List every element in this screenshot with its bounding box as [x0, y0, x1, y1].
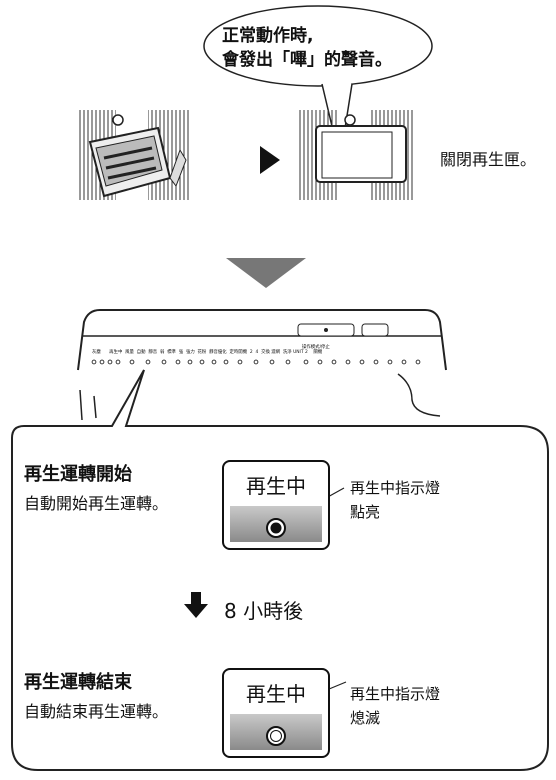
after-hours-text: 8 小時後 — [224, 599, 304, 623]
indicator-box-off: 再生中 — [222, 668, 330, 758]
front-panel-illustration — [77, 309, 447, 421]
indicator-label: 再生中 — [246, 682, 306, 706]
speech-bubble-text: 正常動作時, 會發出「嗶」的聲音。 — [222, 26, 392, 70]
end-section-desc: 自動結束再生運轉。 — [24, 702, 169, 721]
device-open-illustration — [79, 110, 189, 200]
end-section-title: 再生運轉結束 — [24, 672, 132, 693]
start-indicator-caption: 再生中指示燈 點亮 — [350, 479, 441, 521]
step-caption: 關閉再生匣。 — [440, 150, 537, 169]
speech-bubble — [203, 5, 433, 161]
callout-frame — [11, 369, 549, 771]
indicator-label: 再生中 — [246, 474, 306, 498]
led-off-icon — [266, 726, 286, 746]
start-section-title: 再生運轉開始 — [24, 464, 132, 485]
panel-top-label: 操作模式/停止 — [302, 345, 330, 350]
panel-labels-row: 灰塵 再生中 風量 自動 靜音 弱 標準 強 強力 花粉 靜音優化 定時開機 2… — [92, 350, 323, 355]
end-indicator-caption: 再生中指示燈 熄滅 — [350, 685, 441, 727]
start-section-desc: 自動開始再生運轉。 — [24, 494, 169, 513]
down-arrow-icon — [184, 592, 208, 618]
next-arrow-icon — [260, 146, 280, 174]
indicator-box-on: 再生中 — [222, 460, 330, 550]
down-triangle-icon — [226, 258, 306, 288]
device-closed-illustration — [299, 110, 413, 200]
led-on-icon — [266, 518, 286, 538]
